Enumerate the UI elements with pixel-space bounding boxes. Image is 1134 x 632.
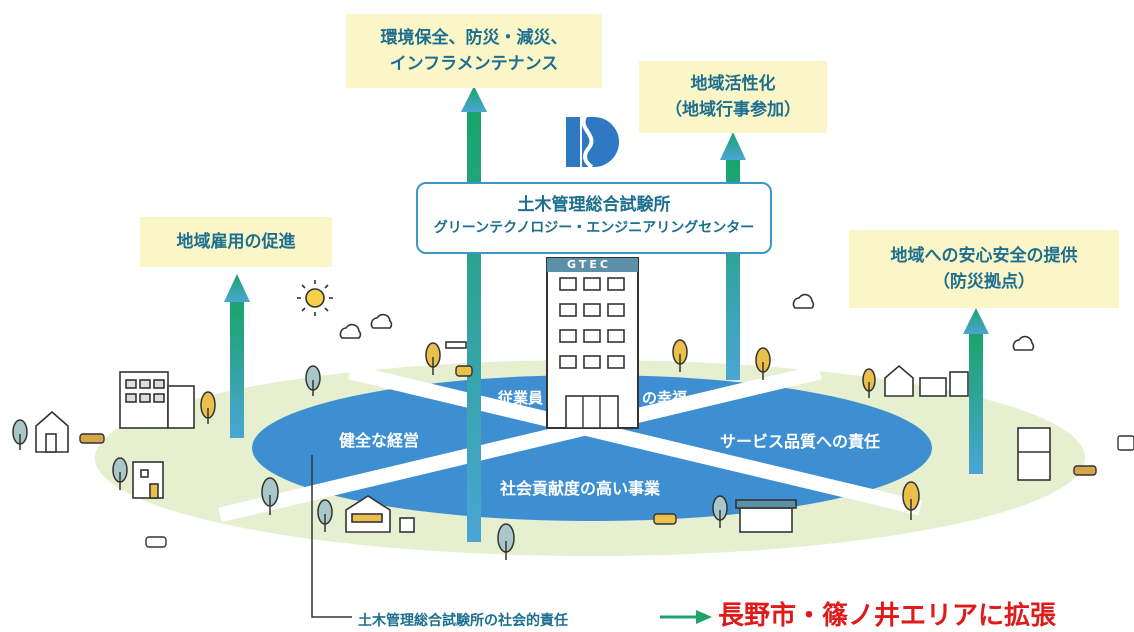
hq-center: グリーンテクノロジー・エンジニアリングセンター [433,220,755,236]
safety-note: 地域への安心安全の提供 （防災拠点） [849,230,1119,308]
env-line-2: インフラメンテナンス [389,54,559,74]
hq-label-box: 土木管理総合試験所 グリーンテクノロジー・エンジニアリングセンター [416,182,772,254]
quadrant-service: サービス品質への責任 [720,432,881,451]
employment-text: 地域雇用の促進 [176,232,296,252]
quadrant-employee: 従業員 [498,389,544,407]
employment-note: 地域雇用の促進 [140,217,332,267]
safety-line-1: 地域への安心安全の提供 [890,246,1078,266]
building-sign: GTEC [567,258,611,271]
regional-line-1: 地域活性化 [690,74,776,94]
regional-activation-note: 地域活性化 （地域行事参加） [639,61,827,133]
building-icon [119,341,467,429]
safety-line-2: （防災拠点） [933,272,1035,292]
quadrant-management: 健全な経営 [339,431,420,450]
footer-connector [311,455,712,624]
road-lines [218,364,922,523]
sun-icon [297,280,333,316]
env-line-1: 環境保全、防災・減災、 [380,28,568,48]
env-disaster-note: 環境保全、防災・減災、 インフラメンテナンス [346,14,602,88]
hq-name: 土木管理総合試験所 [517,195,671,215]
cloud-icon [339,293,1035,351]
tree-icon [12,339,920,560]
logo-icon [566,113,619,169]
quadrant-social: 社会貢献度の高い事業 [500,479,661,498]
gtec-building [546,257,639,429]
responsibility-ellipse [252,375,932,521]
social-responsibility-label: 土木管理総合試験所の社会的責任 [358,613,568,629]
car-icon [79,365,1134,548]
house-icon [35,364,1051,533]
quadrant-happiness: の幸福 [642,389,688,407]
expansion-label: 長野市・篠ノ井エリアに拡張 [718,601,1057,631]
regional-line-2: （地域行事参加） [665,100,801,120]
